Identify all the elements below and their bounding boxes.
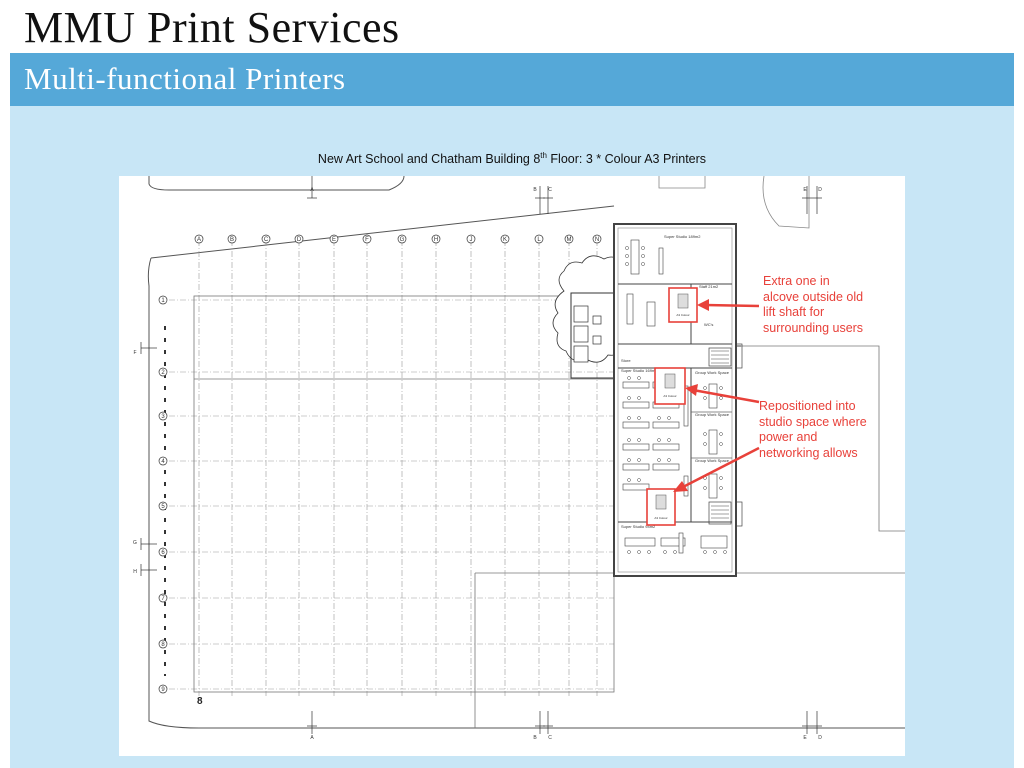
floorplan-caption: New Art School and Chatham Building 8th … [0,151,1024,166]
note-line: Extra one in [763,274,830,288]
svg-text:A: A [310,187,314,193]
annotation-note-1: Extra one in alcove outside old lift sha… [763,274,863,336]
svg-text:C: C [264,237,269,243]
printer-label: A3 Colour [663,394,676,398]
room-label: Group Work Space [695,370,730,375]
svg-text:N: N [595,237,599,243]
column-markers: A B C D E F G H J K L M N [194,234,602,244]
svg-text:L: L [537,237,541,243]
svg-text:E: E [803,187,807,193]
svg-text:E: E [332,237,336,243]
section-markers: A B C E D A B C E D F G H [133,176,822,741]
svg-text:B: B [533,735,537,741]
annotation-note-2: Repositioned into studio space where pow… [759,399,867,461]
caption-text-end: Floor: 3 * Colour A3 Printers [546,152,707,167]
caption-superscript: th [540,151,547,160]
note-line: networking allows [759,445,858,460]
page-title: Multi-functional Printers [24,61,346,96]
printer-label: A3 Colour [654,516,667,520]
svg-text:6: 6 [161,550,165,556]
svg-text:A: A [310,735,314,741]
svg-text:E: E [803,735,807,741]
svg-text:A: A [197,237,201,243]
note-line: surrounding users [763,320,864,335]
svg-text:G: G [400,237,405,243]
svg-text:J: J [470,237,473,243]
row-markers: 1 2 3 4 5 6 7 8 9 [158,295,168,694]
printer-label: A3 Colour [676,313,689,317]
title-bar: Multi-functional Printers [10,53,1014,106]
grid-number: 8 [197,696,203,707]
note-line: power and [759,430,818,444]
room-label: Super Studio 189m2 [664,234,701,239]
svg-text:B: B [230,237,234,243]
svg-text:C: C [548,187,552,193]
svg-text:F: F [133,350,136,356]
note-line: studio space where [759,414,867,429]
svg-text:2: 2 [161,370,165,376]
svg-text:D: D [818,187,822,193]
svg-text:H: H [434,237,438,243]
svg-text:3: 3 [161,414,165,420]
structural-grid [169,240,614,696]
room-label: Super Studio 94m2 [621,524,656,529]
svg-text:C: C [548,735,552,741]
printer-3: A3 Colour [646,488,676,526]
note-line: alcove outside old [763,289,864,304]
room-label: WC's [704,322,713,327]
svg-text:G: G [133,540,137,546]
org-title: MMU Print Services [24,3,400,52]
room-label: Group Work Space [695,412,730,417]
note-line: lift shaft for [763,305,825,319]
svg-text:4: 4 [161,459,165,465]
room-label: Group Work Space [695,458,730,463]
printer-1: A3 Colour [668,287,698,323]
room-label: Staff 21m2 [699,284,719,289]
svg-text:5: 5 [161,504,165,510]
svg-text:M: M [567,237,572,243]
svg-text:K: K [503,237,507,243]
svg-text:8: 8 [161,642,165,648]
room-label: Super Studio 169m2 [621,368,658,373]
svg-text:H: H [133,569,137,575]
caption-text: New Art School and Chatham Building 8 [317,152,541,167]
svg-text:D: D [297,237,302,243]
svg-text:7: 7 [161,596,165,602]
printer-2: A3 Colour [654,367,686,405]
svg-text:B: B [533,187,537,193]
svg-text:1: 1 [161,298,165,304]
floorplan: A B C D E F G H J K L M N 1 2 3 4 5 6 7 … [119,176,905,756]
note-line: Repositioned into [759,399,856,413]
svg-text:9: 9 [161,687,165,693]
room-label: Store [621,358,631,363]
annotation-arrows [673,299,760,492]
floorplan-drawing: A B C D E F G H J K L M N 1 2 3 4 5 6 7 … [133,176,905,741]
svg-text:D: D [818,735,822,741]
svg-text:F: F [365,237,369,243]
